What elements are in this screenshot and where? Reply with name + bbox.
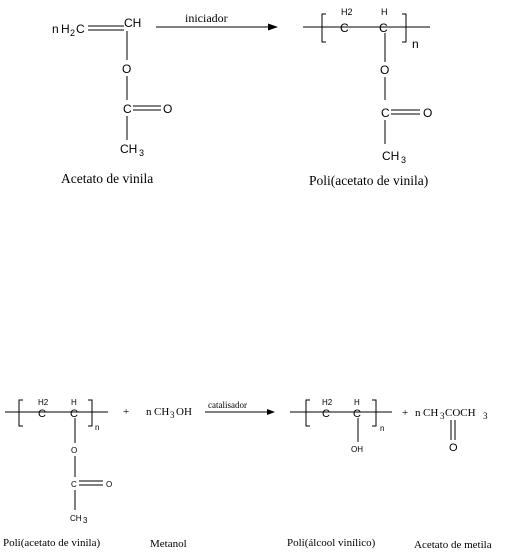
reaction-arrow-1: iniciador — [156, 11, 278, 31]
carbonyl-carbon: C — [71, 480, 77, 489]
h-label: H — [61, 22, 70, 36]
arrow-label-catalyst: catalisador — [208, 400, 247, 410]
methanol-reactant: n CH 3 OH Metanol — [146, 406, 192, 550]
carbonyl-carbon: C — [381, 106, 390, 120]
c-label: C — [76, 22, 85, 36]
coefficient-n: n — [146, 406, 152, 418]
methyl-label: CH — [382, 149, 399, 163]
ester-oxygen: O — [122, 62, 131, 76]
methyl-label: CH — [70, 514, 82, 523]
h2-label: H2 — [38, 398, 49, 407]
reaction-arrow-2: catalisador — [205, 400, 275, 415]
methanol-oh: OH — [176, 406, 192, 418]
methyl-subscript: 3 — [83, 516, 88, 525]
reactant-name: Poli(acetato de vinila) — [3, 537, 100, 549]
repeat-n: n — [95, 423, 99, 432]
ester-oxygen: O — [380, 63, 389, 77]
ch-carbon: C — [379, 21, 388, 35]
ester-oxygen: O — [71, 446, 77, 455]
methyl-subscript: 3 — [139, 148, 144, 158]
carbonyl-oxygen: O — [449, 442, 458, 454]
h-label: H — [354, 398, 360, 407]
ch2-carbon: C — [340, 21, 349, 35]
ch2-carbon: C — [322, 408, 330, 420]
h-label: H — [71, 398, 77, 407]
pvoh-product: H2 C H C n OH Poli(álcool vinílico) — [287, 398, 392, 549]
ch-carbon: C — [353, 408, 361, 420]
h2-label: H2 — [341, 7, 353, 17]
left-bracket — [19, 400, 23, 426]
carbonyl-carbon: C — [123, 102, 132, 116]
methyl-subscript: 3 — [401, 155, 406, 165]
methyl-acetate-sub2: 3 — [483, 411, 488, 421]
pvoh-name: Poli(álcool vinílico) — [287, 537, 376, 549]
coefficient-n: n — [52, 22, 59, 36]
methanol-subscript: 3 — [170, 410, 175, 420]
ch-carbon: C — [70, 408, 78, 420]
arrow-head — [268, 24, 278, 31]
carbonyl-oxygen: O — [106, 480, 112, 489]
hydroxyl-label: OH — [351, 445, 363, 454]
pva-reactant: H2 C H C n O C O CH 3 Poli(acetato de vi… — [3, 398, 112, 549]
plus-sign-1: + — [123, 406, 129, 418]
h2-label: H2 — [322, 398, 333, 407]
right-bracket — [372, 400, 376, 426]
left-bracket — [322, 14, 326, 42]
h-subscript: 2 — [70, 28, 75, 38]
vinyl-acetate-monomer: n H 2 C CH O C O CH 3 Acetato de vinila — [52, 16, 172, 186]
right-bracket — [88, 400, 92, 426]
repeat-n: n — [412, 37, 419, 51]
methanol-name: Metanol — [150, 538, 187, 550]
arrow-head — [267, 409, 275, 415]
methyl-label: CH — [120, 142, 137, 156]
left-bracket — [306, 400, 310, 426]
methyl-acetate-name: Acetato de metila — [414, 539, 492, 551]
repeat-n: n — [380, 424, 384, 433]
arrow-label-initiator: iniciador — [185, 11, 228, 25]
ch-label: CH — [124, 16, 141, 30]
ch2-carbon: C — [38, 408, 46, 420]
pva-polymer-product: H2 C H C n O C O CH 3 Poli(acetato de vi… — [303, 7, 432, 188]
polymer-name: Poli(acetato de vinila) — [309, 173, 428, 188]
plus-sign-2: + — [402, 407, 408, 419]
monomer-name: Acetato de vinila — [61, 171, 153, 186]
carbonyl-oxygen: O — [423, 106, 432, 120]
methyl-acetate-ch: CH — [423, 407, 438, 419]
methanol-ch: CH — [154, 406, 169, 418]
methyl-acetate-coch: COCH — [445, 407, 476, 419]
coefficient-n: n — [415, 407, 421, 419]
methyl-acetate-product: n CH 3 COCH 3 O Acetato de metila — [414, 407, 492, 551]
right-bracket — [402, 14, 406, 42]
h-label: H — [381, 7, 388, 17]
carbonyl-oxygen: O — [163, 102, 172, 116]
